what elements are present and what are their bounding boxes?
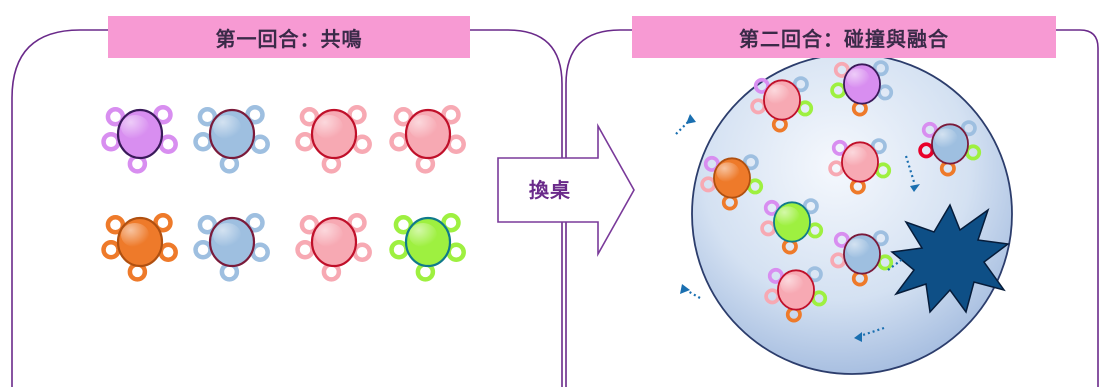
molecule-icon: [389, 104, 466, 174]
sphere-icon: [691, 53, 1013, 375]
round2-frame: [565, 29, 1099, 387]
motion-arrow-icon: [854, 326, 885, 342]
molecule-icon: [760, 198, 824, 255]
molecule-icon: [389, 212, 466, 282]
molecule-icon: [101, 104, 178, 174]
round1-frame: [11, 29, 563, 387]
molecule-icon: [700, 154, 764, 211]
explosion-icon: [890, 203, 1010, 314]
round2-title: 第二回合：碰撞與融合: [632, 16, 1056, 58]
motion-arrow-icon: [675, 114, 696, 135]
motion-arrows: [675, 114, 920, 342]
molecule-icon: [193, 104, 270, 174]
motion-arrow-icon: [904, 155, 920, 192]
motion-arrow-icon: [887, 257, 905, 271]
swap-table-label: 換桌: [529, 177, 571, 202]
round1-title: 第一回合：共鳴: [108, 16, 470, 58]
block-arrow-icon: [497, 122, 635, 258]
molecule-icon: [918, 120, 982, 177]
motion-arrow-icon: [680, 284, 701, 299]
molecule-group: [101, 60, 982, 323]
molecule-icon: [828, 138, 892, 195]
molecule-icon: [295, 104, 372, 174]
molecule-icon: [764, 266, 828, 323]
molecule-icon: [295, 212, 372, 282]
molecule-icon: [101, 212, 178, 282]
molecule-icon: [830, 60, 894, 117]
molecule-icon: [750, 76, 814, 133]
molecule-icon: [830, 230, 894, 287]
molecule-icon: [193, 212, 270, 282]
